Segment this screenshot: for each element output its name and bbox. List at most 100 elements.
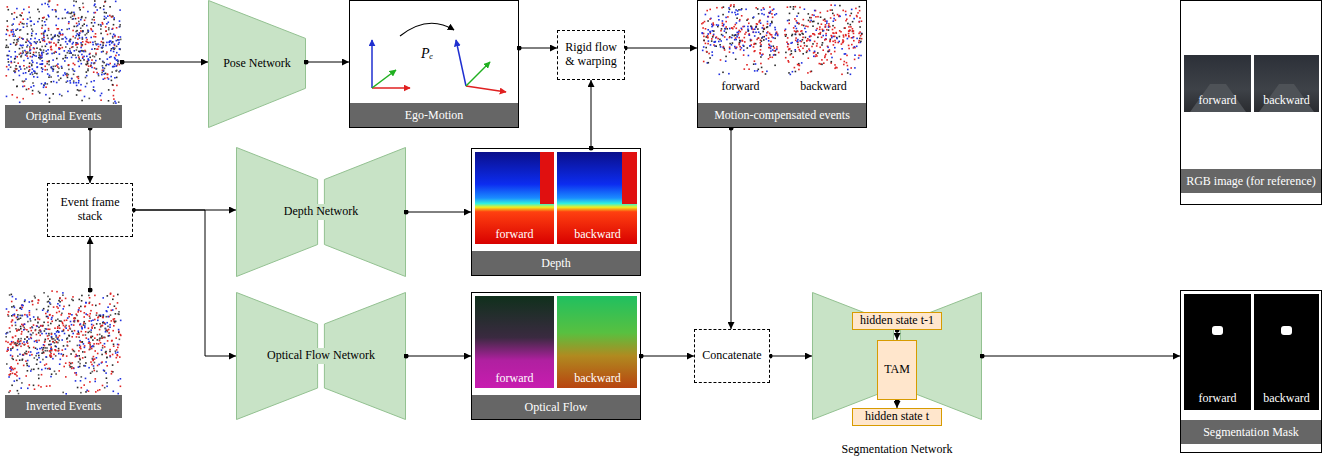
event-dot <box>33 52 35 54</box>
event-dot <box>74 50 76 52</box>
event-dot <box>760 56 762 58</box>
event-dot <box>119 49 121 51</box>
event-dot <box>707 36 709 38</box>
event-dot <box>43 37 45 39</box>
event-dot <box>47 4 49 6</box>
event-dot <box>731 12 733 14</box>
event-dot <box>78 350 80 352</box>
event-dot <box>76 35 78 37</box>
event-dot <box>43 17 45 19</box>
event-dot <box>81 341 83 343</box>
event-dot <box>58 348 60 350</box>
event-dot <box>119 9 121 11</box>
event-dot <box>102 65 104 67</box>
event-dot <box>29 48 31 50</box>
event-dot <box>20 307 22 309</box>
event-dot <box>115 65 117 67</box>
event-dot <box>28 331 30 333</box>
event-dot <box>7 30 9 32</box>
event-dot <box>49 314 51 316</box>
event-dot <box>22 343 24 345</box>
event-dot <box>57 75 59 77</box>
event-dot <box>58 39 60 41</box>
event-dot <box>739 40 741 42</box>
event-dot <box>78 309 80 311</box>
event-dot <box>99 389 101 391</box>
event-dot <box>113 90 115 92</box>
event-dot <box>90 65 92 67</box>
event-dot <box>762 71 764 73</box>
event-dot <box>740 40 742 42</box>
event-dot <box>109 15 111 17</box>
event-dot <box>69 40 71 42</box>
event-dot <box>118 101 120 103</box>
event-dot <box>6 45 8 47</box>
event-dot <box>38 91 40 93</box>
event-dot <box>51 337 53 339</box>
event-dot <box>118 311 120 313</box>
event-dot <box>44 340 46 342</box>
event-dot <box>82 357 84 359</box>
event-dot <box>23 327 25 329</box>
event-dot <box>41 20 43 22</box>
event-dot <box>11 385 13 387</box>
event-dot <box>775 33 777 35</box>
event-dot <box>768 44 770 46</box>
event-dot <box>713 44 715 46</box>
event-dot <box>25 72 27 74</box>
event-dot <box>48 6 50 8</box>
event-dot <box>753 46 755 48</box>
event-dot <box>729 46 731 48</box>
event-dot <box>39 335 41 337</box>
event-dot <box>47 322 49 324</box>
event-dot <box>24 338 26 340</box>
event-dot <box>34 48 36 50</box>
event-dot <box>57 326 59 328</box>
event-dot <box>701 32 703 34</box>
event-dot <box>744 68 746 70</box>
event-dot <box>69 50 71 52</box>
event-dot <box>735 58 737 60</box>
event-dot <box>12 23 14 25</box>
event-dot <box>769 45 771 47</box>
event-dot <box>29 66 31 68</box>
event-dot <box>82 25 84 27</box>
event-dot <box>43 52 45 54</box>
event-dot <box>775 54 777 56</box>
event-dot <box>104 18 106 20</box>
event-dot <box>32 304 34 306</box>
event-dot <box>117 347 119 349</box>
event-dot <box>104 346 106 348</box>
event-dot <box>104 343 106 345</box>
event-dot <box>58 36 60 38</box>
event-dot <box>105 323 107 325</box>
event-dot <box>88 338 90 340</box>
event-dot <box>79 32 81 34</box>
event-dot <box>85 323 87 325</box>
event-dot <box>30 43 32 45</box>
event-dot <box>5 336 7 338</box>
event-dot <box>26 55 28 57</box>
event-dot <box>62 355 64 357</box>
event-dot <box>80 50 82 52</box>
event-dot <box>113 19 115 21</box>
event-dot <box>16 330 18 332</box>
event-dot <box>107 326 109 328</box>
event-dot <box>57 63 59 65</box>
event-dot <box>22 86 24 88</box>
event-dot <box>55 335 57 337</box>
event-dot <box>48 16 50 18</box>
event-dot <box>112 84 114 86</box>
event-dot <box>80 306 82 308</box>
event-dot <box>107 15 109 17</box>
event-dot <box>25 353 27 355</box>
event-dot <box>39 56 41 58</box>
event-dot <box>754 70 756 72</box>
event-dot <box>61 66 63 68</box>
event-dot <box>48 61 50 63</box>
event-dot <box>56 331 58 333</box>
event-dot <box>7 332 9 334</box>
event-dot <box>764 28 766 30</box>
event-dot <box>738 37 740 39</box>
event-dot <box>753 63 755 65</box>
